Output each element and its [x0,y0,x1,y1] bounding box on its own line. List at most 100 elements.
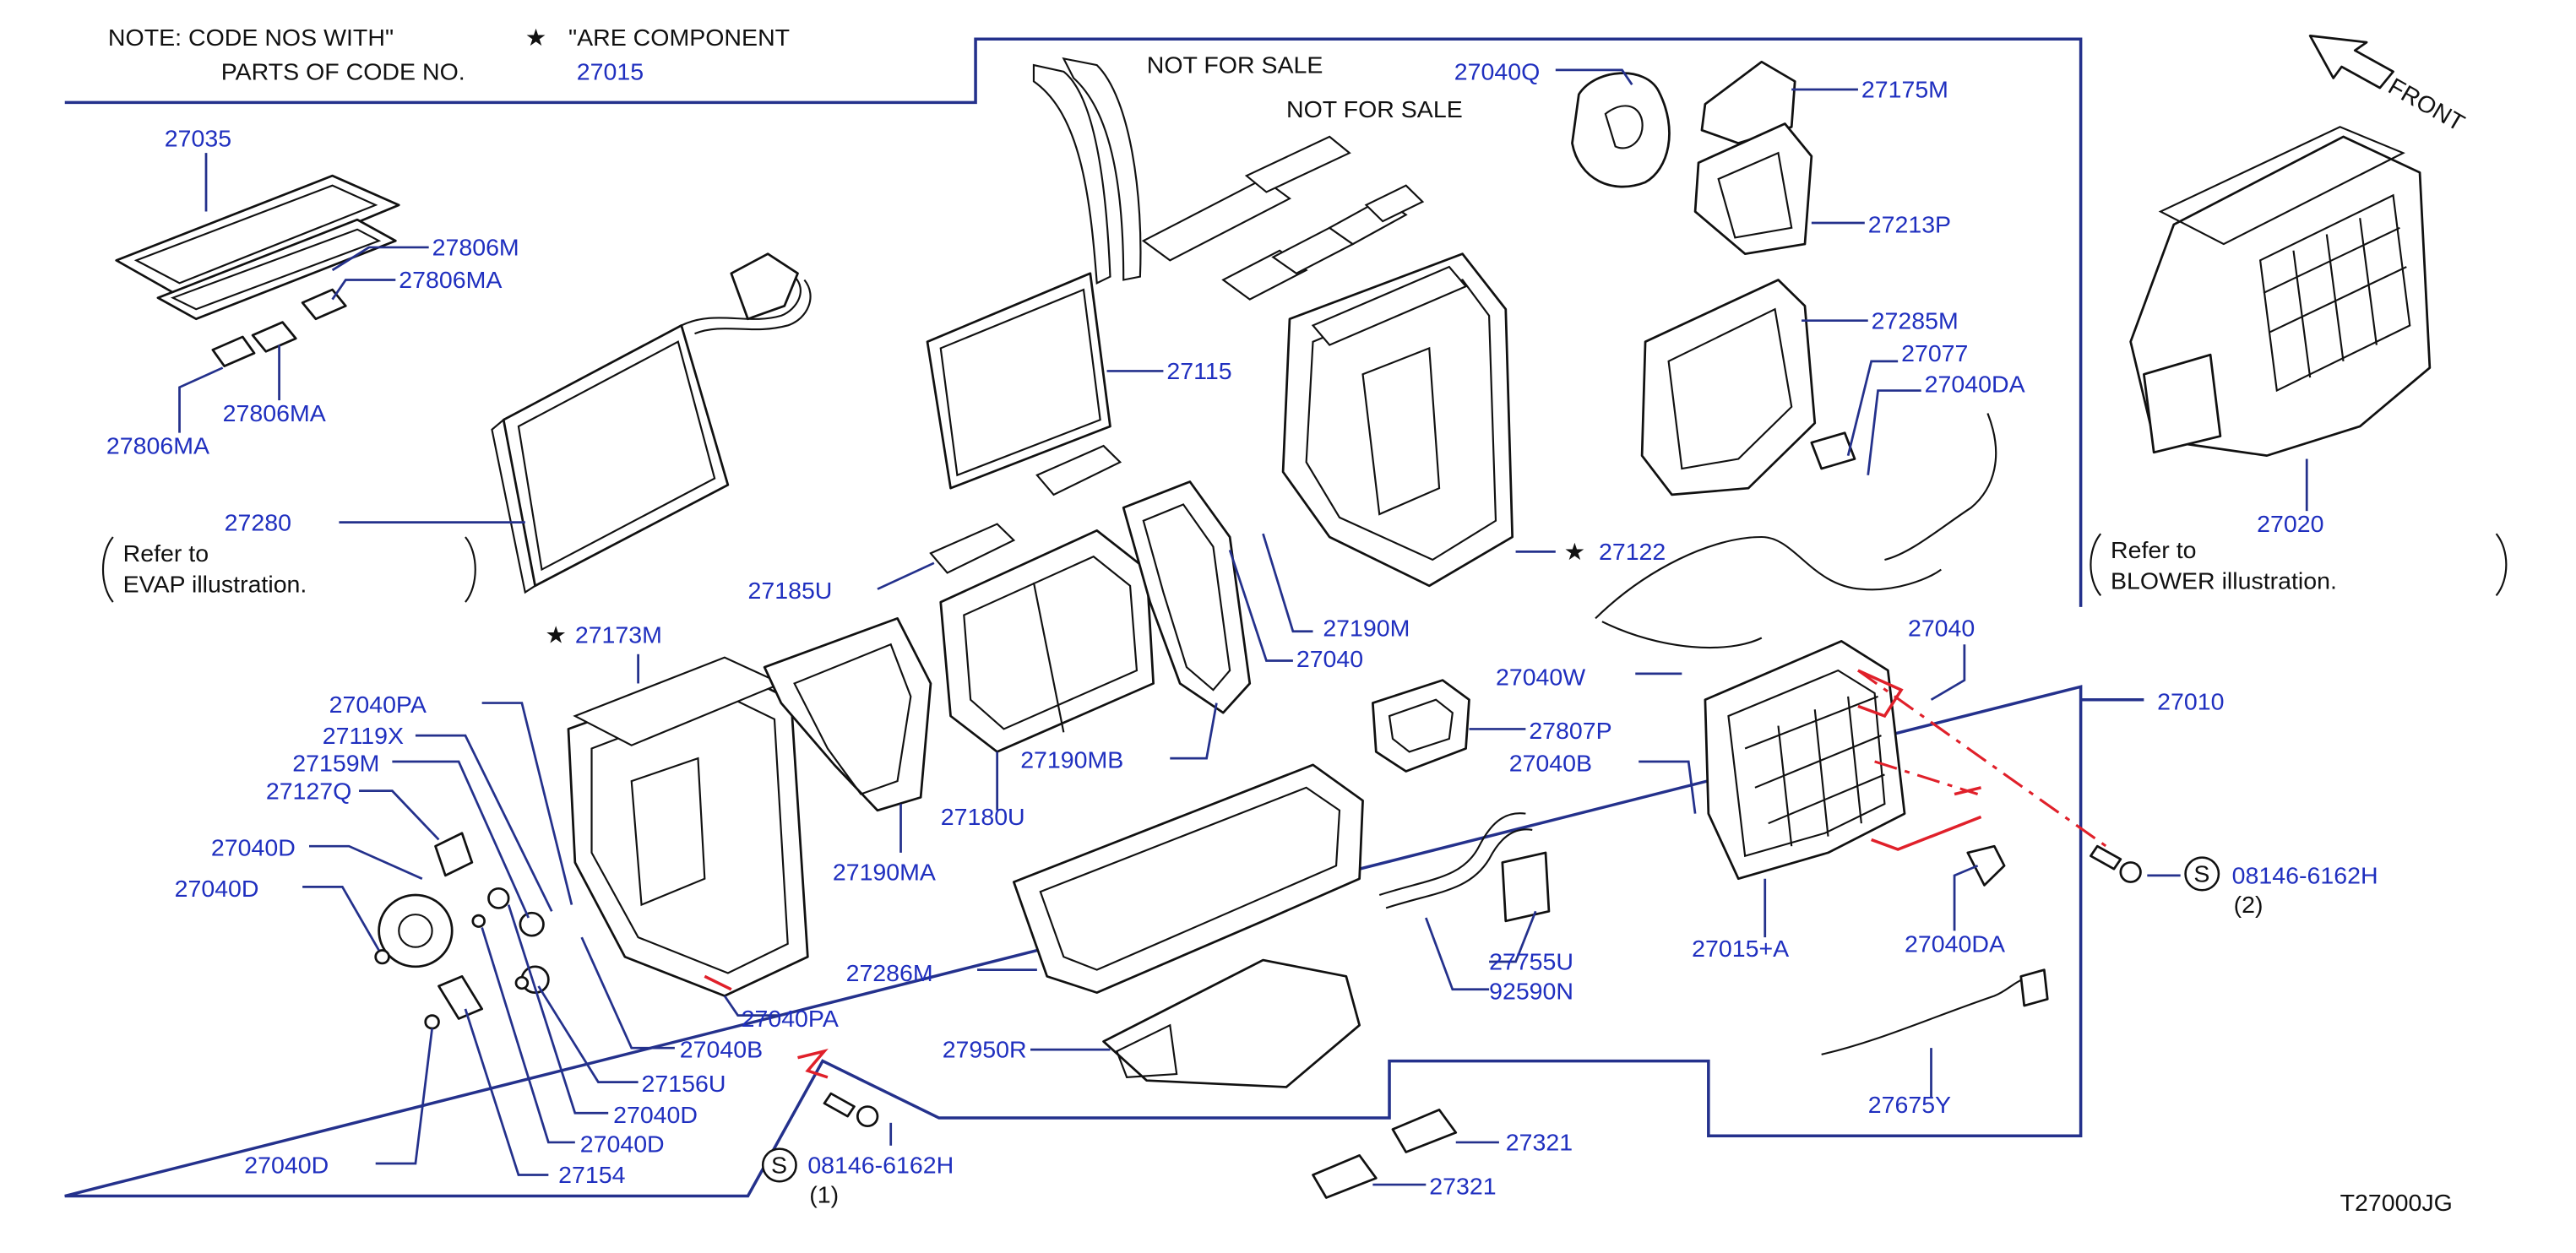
bolt-left-qty: (1) [809,1181,839,1208]
label-27127q: 27127Q [266,778,352,805]
assembly-line-left-upper [704,974,732,991]
label-27115: 27115 [1166,357,1231,384]
label-27175m: 27175M [1861,76,1948,103]
label-27154: 27154 [558,1161,625,1188]
label-27119x: 27119X [323,722,404,749]
refer-blower-line-1: Refer to [2111,536,2196,563]
refer-blower-line-2: BLOWER illustration. [2111,567,2337,594]
note-line-1: NOTE: CODE NOS WITH" [108,24,394,51]
label-27950r: 27950R [943,1036,1027,1063]
refer-evap-line-2: EVAP illustration. [123,571,307,598]
not-for-sale-lower: NOT FOR SALE [1286,95,1463,122]
label-27020: 27020 [2257,510,2323,537]
label-27010: 27010 [2157,688,2224,715]
note-star-icon: ★ [525,24,547,51]
label-27806ma-c: 27806MA [106,432,209,459]
star-27122-icon: ★ [1564,538,1586,565]
label-27755u: 27755U [1489,948,1573,975]
diagram-code: T27000JG [2340,1189,2453,1216]
clip-27040da-icon [1966,844,2006,887]
label-27040da-b: 27040DA [1905,930,2005,957]
label-27321-a: 27321 [1506,1129,1573,1156]
bracket-27755u-illustration [1501,851,1551,923]
label-27040b-b: 27040B [680,1036,763,1063]
label-27190m: 27190M [1323,615,1410,642]
bolt-right-code: 08146-6162H [2232,862,2378,889]
not-for-sale-upper: NOT FOR SALE [1147,52,1323,79]
label-27286m: 27286M [846,959,933,986]
label-27015a: 27015+A [1692,936,1789,963]
bolt-left-icon [823,1092,879,1128]
label-27213p: 27213P [1868,211,1951,238]
door-27180u-illustration [939,529,1155,753]
label-27190ma: 27190MA [833,859,936,886]
motor-27154-illustration [378,893,454,968]
label-27040d-c: 27040D [613,1101,698,1128]
upper-case-27122-illustration [1281,252,1514,588]
label-92590n: 92590N [1489,978,1573,1005]
label-27321-b: 27321 [1429,1173,1496,1200]
bolt-callout-left: S 08146-6162H (1) [761,1147,954,1208]
assembly-bracket-lower [1871,786,1982,851]
note-line-2: PARTS OF CODE NO. [221,58,465,85]
label-27190mb: 27190MB [1020,746,1123,773]
resistor-27077-illustration [1810,431,1856,470]
s-symbol-icon-right [2184,856,2220,892]
label-27040-x: 27040 [1296,645,1363,672]
clip-27040d-illustration [374,914,530,1030]
bolt-right-qty: (2) [2234,891,2264,918]
refer-blower-note: Refer to BLOWER illustration. [2090,533,2508,597]
label-27280: 27280 [225,509,291,536]
blower-27020-illustration [2129,126,2432,457]
bolt-right-icon [2090,844,2142,883]
duct-27807p-illustration [1371,679,1470,773]
bolt-left-symbol: S [771,1152,787,1179]
front-arrow-icon [2308,35,2394,90]
vent-grilles-illustration [1141,135,1425,301]
leader-lines [178,68,2308,1186]
label-27077: 27077 [1901,339,1968,366]
assembly-frame [64,37,2083,1198]
note-code: 27015 [577,58,644,85]
heater-core-27115-illustration [926,57,1142,490]
cover-27321-b-illustration [1312,1154,1378,1199]
label-27040q: 27040Q [1454,58,1541,85]
harness-27675y-illustration [1821,968,2049,1055]
label-27807p: 27807P [1529,717,1611,744]
hose-92590n-illustration [1378,812,1533,909]
case-27285m-illustration [1640,279,1817,496]
label-27159m: 27159M [292,750,379,777]
refer-evap-note: Refer to EVAP illustration. [101,536,476,603]
lever-27127q-illustration [434,832,474,877]
assembly-line-left [797,1049,829,1079]
link-27154b-illustration [437,975,484,1020]
assembly-line-mid [1874,760,1979,795]
seal-27040q-illustration [1571,72,1671,188]
front-label: FRONT [2384,73,2470,137]
duct-27950r-illustration [1102,958,1361,1088]
label-27806m: 27806M [432,234,519,261]
door-27190mb-illustration [1122,480,1252,714]
assembly-bracket-upper [1857,669,1904,719]
label-27040d-d: 27040D [580,1131,665,1158]
label-27040-y: 27040 [1908,615,1975,642]
bolt-callout-right: S 08146-6162H (2) [2184,856,2378,918]
left-housing-27173m-illustration [567,656,809,997]
refer-evap-line-1: Refer to [123,540,209,567]
bolt-right-symbol: S [2193,860,2209,887]
label-27040pa-b: 27040PA [742,1005,839,1032]
label-27040da-a: 27040DA [1925,371,2025,398]
label-27040pa-a: 27040PA [329,691,427,718]
label-27035: 27035 [165,125,231,152]
cover-27175m-illustration [1700,60,1796,144]
gasket-27035-illustration [115,174,400,367]
lower-case-27015a-illustration [1704,639,1906,881]
label-27040d-a: 27040D [211,834,296,861]
note-line-1-end: "ARE COMPONENT [568,24,790,51]
label-27285m: 27285M [1872,307,1959,334]
case-27213p-illustration [1693,122,1813,256]
part-labels: 27035 27806M 27806MA 27806MA 27806MA 272… [106,58,2324,1200]
assembly-line-right [1857,669,2111,851]
cover-27321-a-illustration [1391,1109,1458,1153]
